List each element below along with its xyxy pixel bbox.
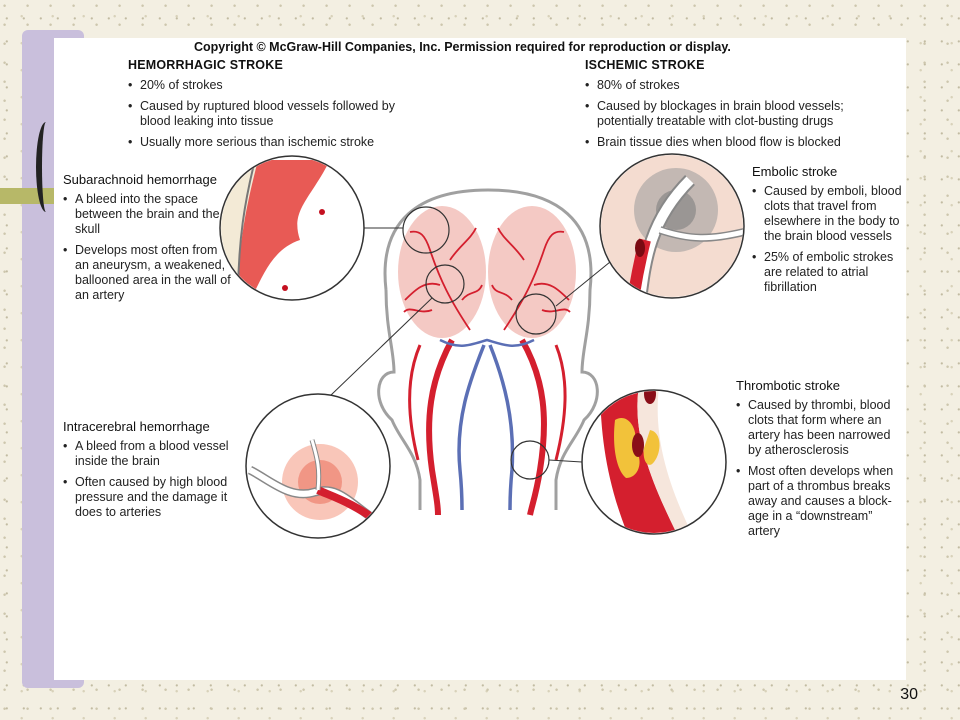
subarachnoid-title: Subarachnoid hemorrhage: [63, 172, 217, 187]
callout-intracerebral-marker: [425, 264, 465, 304]
artery-left: [426, 338, 455, 516]
brain-right-hemisphere: [488, 206, 576, 338]
intracerebral-title: Intracerebral hemorrhage: [63, 419, 210, 434]
thrombotic-title: Thrombotic stroke: [736, 378, 841, 393]
subarachnoid-bullets: A bleed into the space between the brain…: [63, 192, 233, 309]
embolic-title: Embolic stroke: [752, 164, 838, 179]
leader-intracerebral: [329, 297, 433, 397]
thrombotic-bullets: Caused by thrombi, blood clots that form…: [736, 398, 904, 545]
subarachnoid-bullet: Develops most often from an aneurysm, a …: [63, 243, 233, 303]
hemorrhagic-bullets: 20% of strokes Caused by ruptured blood …: [128, 78, 418, 156]
bracket-decor: [36, 122, 56, 212]
intracerebral-bullet: A bleed from a blood vessel inside the b…: [63, 439, 238, 469]
thrombotic-detail: [581, 389, 727, 535]
ischemic-bullets: 80% of strokes Caused by blockages in br…: [585, 78, 880, 156]
ischemic-bullet: 80% of strokes: [585, 78, 880, 93]
hemorrhagic-bullet: 20% of strokes: [128, 78, 418, 93]
vein-top: [439, 338, 535, 347]
artery-right-inner: [554, 344, 567, 461]
brain-vessels-left: [403, 227, 483, 331]
page-number: 30: [900, 686, 918, 703]
subarachnoid-detail: [219, 155, 365, 301]
ischemic-title: ISCHEMIC STROKE: [585, 58, 705, 72]
head-outline: [377, 188, 599, 510]
vein-right: [488, 344, 515, 511]
intracerebral-bullet: Often caused by high blood pressure and …: [63, 475, 238, 520]
embolic-detail: [599, 153, 745, 299]
thrombotic-bullet: Caused by thrombi, blood clots that form…: [736, 398, 904, 458]
hemorrhagic-bullet: Usually more serious than ischemic strok…: [128, 135, 418, 150]
brain-left-hemisphere: [398, 206, 486, 338]
intracerebral-bullets: A bleed from a blood vessel inside the b…: [63, 439, 238, 526]
hemorrhagic-title: HEMORRHAGIC STROKE: [128, 58, 283, 72]
subarachnoid-bullet: A bleed into the space between the brain…: [63, 192, 233, 237]
ischemic-bullet: Caused by blockages in brain blood vesse…: [585, 99, 880, 129]
embolic-bullets: Caused by emboli, blood clots that trave…: [752, 184, 902, 301]
copyright-notice: Copyright © McGraw-Hill Companies, Inc. …: [194, 40, 731, 54]
artery-right: [519, 338, 547, 516]
artery-left-inner: [408, 344, 422, 461]
hemorrhagic-bullet: Caused by ruptured blood vessels followe…: [128, 99, 418, 129]
embolic-bullet: 25% of embolic strokes are related to at…: [752, 250, 902, 295]
thrombotic-bullet: Most often develops when part of a throm…: [736, 464, 904, 539]
callout-embolic-marker: [515, 293, 557, 335]
callout-subarachnoid-marker: [402, 206, 450, 254]
leader-thrombotic: [548, 459, 583, 463]
vein-left: [457, 344, 486, 511]
intracerebral-detail: [245, 393, 391, 539]
leader-embolic: [555, 261, 611, 307]
ischemic-bullet: Brain tissue dies when blood flow is blo…: [585, 135, 880, 150]
embolic-bullet: Caused by emboli, blood clots that trave…: [752, 184, 902, 244]
